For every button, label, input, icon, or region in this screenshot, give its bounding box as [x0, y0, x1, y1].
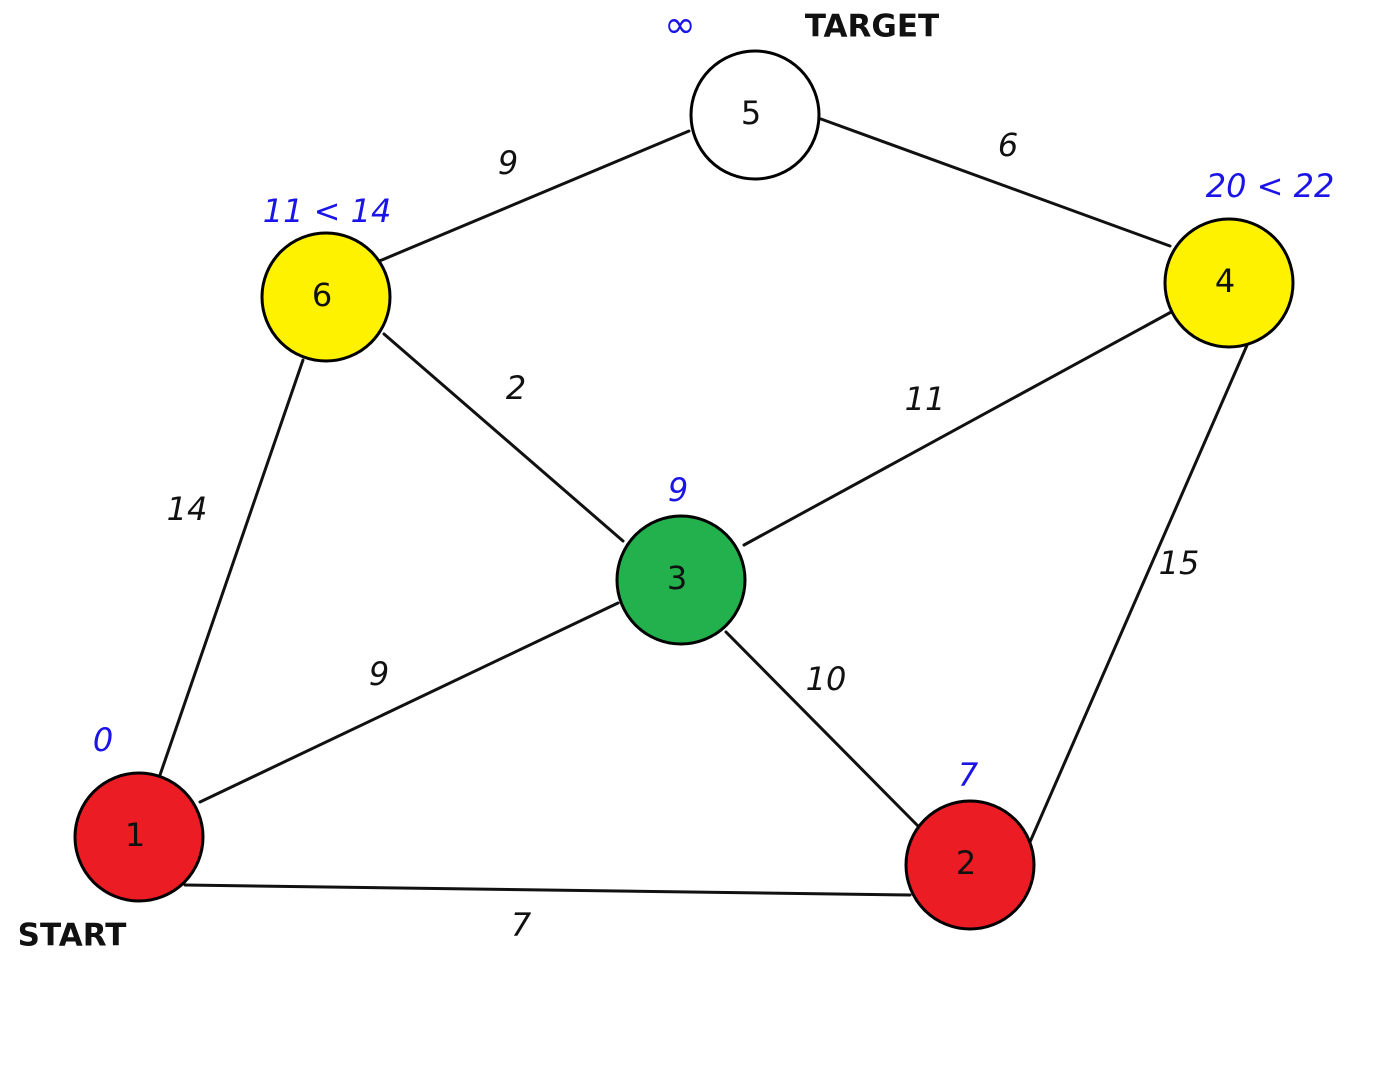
edge-weight-5-6: 9: [498, 144, 518, 182]
edge-weight-3-4: 11: [905, 380, 946, 418]
edge-2-4: [1028, 341, 1250, 844]
start-label: START: [18, 918, 127, 954]
node-3-id: 3: [667, 559, 687, 597]
edges-layer: [158, 117, 1250, 897]
node-1-id: 1: [125, 816, 145, 854]
edge-weight-2-3: 10: [806, 660, 847, 698]
edge-weight-1-2: 7: [511, 906, 532, 944]
edge-2-3: [724, 630, 920, 828]
edge-weight-4-5: 6: [998, 126, 1018, 164]
node-1-circle: [73, 771, 205, 903]
node-1: 1: [73, 771, 205, 903]
edge-3-6: [382, 332, 625, 543]
node-2: 2: [904, 799, 1036, 931]
edge-1-6: [158, 358, 305, 777]
node-6-id: 6: [312, 276, 332, 314]
nodes-layer: 1 2 3 4 5 6: [73, 49, 1295, 931]
node-4-distance: 20 < 22: [1206, 167, 1335, 205]
node-5-id: 5: [741, 94, 761, 132]
edge-5-6: [375, 129, 691, 264]
edge-4-5: [819, 117, 1172, 248]
node-4-id: 4: [1215, 262, 1235, 300]
node-2-circle: [904, 799, 1036, 931]
node-5: 5: [689, 49, 821, 181]
node-3-circle: [615, 514, 747, 646]
node-4: 4: [1163, 217, 1295, 349]
node-6-distance: 11 < 14: [263, 192, 392, 230]
edge-1-3: [198, 601, 620, 804]
node-6-circle: [260, 231, 392, 363]
edge-weight-3-6: 2: [506, 369, 526, 407]
edge-weight-1-3: 9: [369, 655, 389, 693]
node-2-distance: 7: [958, 756, 979, 794]
edge-3-4: [742, 309, 1175, 547]
node-1-distance: 0: [93, 721, 113, 759]
edge-1-2: [183, 883, 912, 897]
node-6: 6: [260, 231, 392, 363]
node-2-id: 2: [956, 844, 976, 882]
node-3-distance: 9: [668, 471, 688, 509]
node-5-distance: ∞: [664, 3, 696, 47]
edge-weight-1-6: 14: [167, 490, 208, 528]
edge-weight-2-4: 15: [1159, 544, 1200, 582]
node-3: 3: [615, 514, 747, 646]
node-5-circle: [689, 49, 821, 181]
node-4-circle: [1163, 217, 1295, 349]
target-label: TARGET: [805, 9, 939, 45]
